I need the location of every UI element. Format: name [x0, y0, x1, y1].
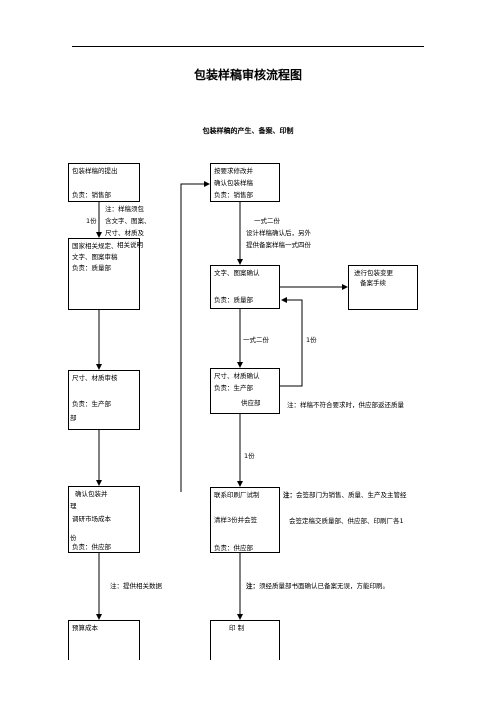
note-print-text: 须经质量部书面确认已备案无误，方能印刷。	[259, 582, 389, 590]
box-confirm-packaging-overflow-top: 理	[70, 502, 77, 510]
box-proposal: 包装样稿的提出 负责：销售部	[68, 163, 140, 202]
arrow-feedback-b1	[180, 181, 210, 492]
box-confirm-packaging-overflow-bottom: 份	[70, 534, 77, 542]
box-contact-printer-line2: 清样3份并会签	[214, 516, 258, 524]
box-confirm-packaging-line3: 负责：供应部	[72, 543, 111, 551]
note-countersign-prefix: 注：	[283, 491, 296, 499]
box-budget-line1: 预算成本	[72, 624, 98, 632]
note-print-condition: 注：须经质量部书面确认已备案无误，方能印刷。	[246, 582, 389, 591]
box-contact-printer-line3: 负责：供应部	[214, 544, 253, 552]
box-national-review-line3: 负责：质量部	[72, 264, 111, 272]
box-size-material-review: 尺寸、材质审核 负责：生产部	[68, 370, 140, 430]
page-subtitle: 包装样稿的产生、备案、印制	[202, 127, 294, 135]
box-contact-printer-line1: 联系印刷厂试制	[214, 491, 260, 499]
page-title: 包装样稿审核流程图	[193, 68, 302, 82]
note-countersign-l2: 会签定稿交质量部、供应部、印刷厂各1	[289, 517, 404, 525]
note-b2-copies: 一式二份	[243, 336, 269, 344]
note-duplicate-l1: 一式二份	[254, 217, 280, 225]
note-sample-l2: 含文字、图案、	[105, 217, 151, 225]
box-revise-confirm-line3: 负责：销售部	[214, 191, 253, 199]
box-revise-confirm: 按要求修改并 确认包装样稿 负责：销售部	[210, 163, 280, 202]
box-revise-confirm-line2: 确认包装样稿	[214, 179, 253, 187]
note-sample-l4: 相关说明	[117, 241, 143, 249]
box-change-filing-line2: 备案手续	[360, 279, 386, 287]
box-text-pattern-confirm: 文字、图案确认 负责：质量部	[210, 265, 280, 309]
box-size-material-review-overflow: 部	[70, 414, 77, 422]
box-size-material-confirm-line1: 尺寸、材质确认	[214, 372, 260, 380]
box-size-material-confirm-line2: 负责：生产部	[214, 384, 253, 392]
arrow-b3-b2	[280, 297, 303, 387]
box-text-pattern-confirm-line1: 文字、图案确认	[214, 269, 260, 277]
header-rule	[72, 46, 424, 47]
box-proposal-line2: 负责：销售部	[72, 191, 111, 199]
box-confirm-packaging-line1: 确认包装并	[75, 490, 108, 498]
note-countersign-text: 会签部门为销售、质量、生产及主管经	[296, 491, 407, 499]
note-countersign-l1: 注：会签部门为销售、质量、生产及主管经	[283, 491, 407, 500]
box-size-material-review-line2: 负责：生产部	[72, 400, 111, 408]
note-return: 注：样稿不符合要求时，供应部返还质量	[287, 401, 404, 409]
box-size-material-confirm: 尺寸、材质确认 负责：生产部 供应部	[210, 368, 280, 414]
box-size-material-confirm-line3: 供应部	[241, 399, 261, 407]
box-contact-printer: 联系印刷厂试制 清样3份并会签 负责：供应部	[210, 487, 280, 553]
note-duplicate-l3: 提供备案样稿一式四份	[246, 241, 311, 249]
box-printing: 印 制	[210, 620, 280, 660]
note-sample-l1: 注：样稿须包	[105, 205, 144, 213]
box-revise-confirm-line1: 按要求修改并	[214, 167, 253, 175]
box-national-review-line1: 国家相关规定、	[72, 242, 118, 250]
note-b2-count: 1份	[306, 336, 317, 344]
box-national-review: 国家相关规定、 文字、图案审稿 负责：质量部	[68, 238, 140, 310]
note-duplicate-l2: 设计样稿确认后，另外	[246, 229, 311, 237]
box-change-filing: 进行包装变更 备案手续	[348, 265, 418, 310]
note-sample-l3: 尺寸、材质及	[105, 229, 144, 237]
box-national-review-line2: 文字、图案审稿	[72, 253, 118, 261]
box-size-material-review-line1: 尺寸、材质审核	[72, 374, 118, 382]
box-proposal-line1: 包装样稿的提出	[72, 167, 118, 175]
note-print-prefix: 注：	[246, 582, 259, 590]
note-sample-count: 1份	[86, 217, 97, 225]
box-change-filing-line1: 进行包装变更	[354, 269, 393, 277]
box-budget: 预算成本	[68, 620, 140, 660]
box-confirm-packaging: 确认包装并 调研市场成本 负责：供应部	[68, 486, 140, 553]
box-text-pattern-confirm-line2: 负责：质量部	[214, 296, 253, 304]
box-confirm-packaging-line2: 调研市场成本	[72, 515, 111, 523]
box-printing-line1: 印 制	[229, 624, 245, 632]
note-b3-count: 1份	[244, 452, 255, 460]
note-data: 注：提供相关数据	[110, 582, 162, 590]
